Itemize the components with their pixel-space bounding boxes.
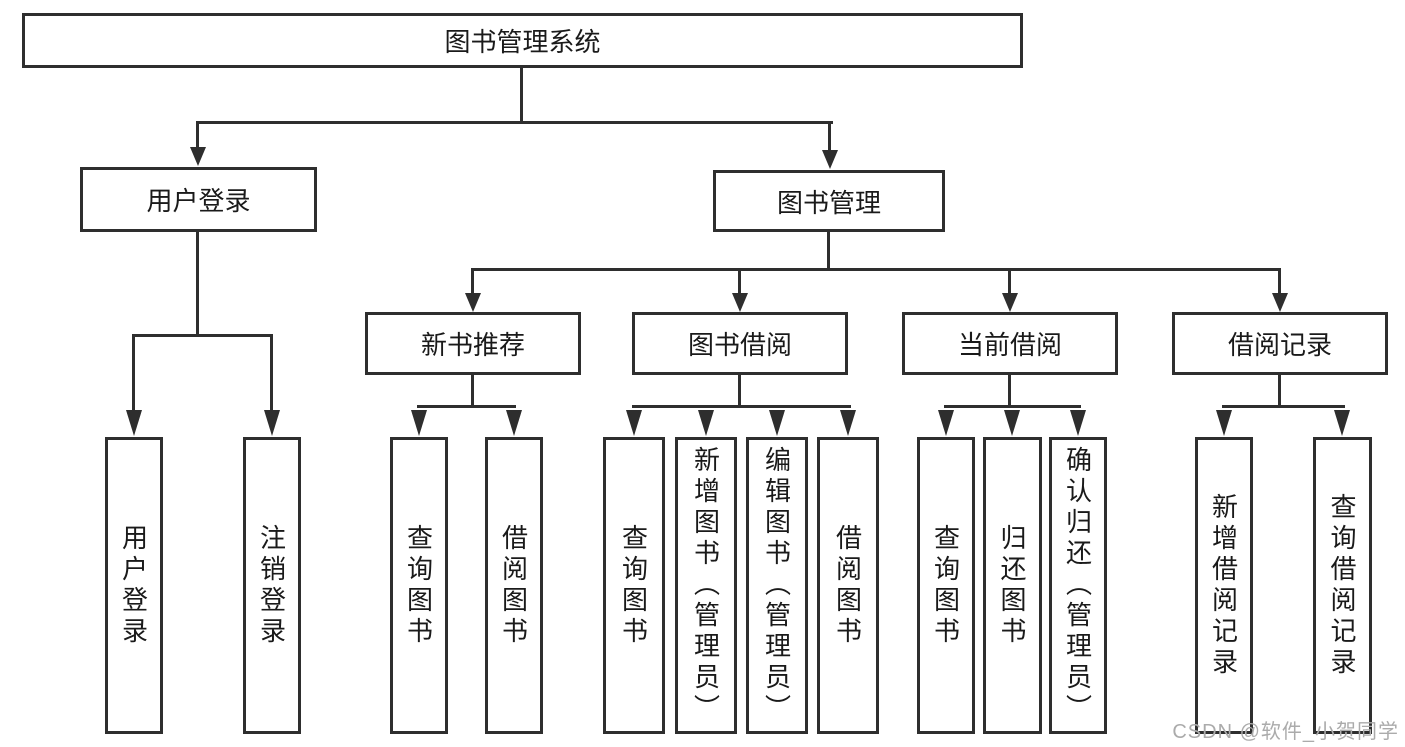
- node-root: 图书管理系统: [22, 13, 1023, 68]
- connector-line: [471, 375, 474, 408]
- connector-line: [1008, 268, 1011, 296]
- node-book-borrow: 图书借阅: [632, 312, 848, 375]
- leaf-add-book-admin: 新增图书（管理员）: [675, 437, 737, 734]
- arrowhead-icon: [840, 410, 856, 436]
- connector-line: [738, 375, 741, 408]
- arrowhead-icon: [264, 410, 280, 436]
- node-borrow-records: 借阅记录: [1172, 312, 1388, 375]
- leaf-query-borrow-record: 查询借阅记录: [1313, 437, 1372, 734]
- node-new-book-recommend: 新书推荐: [365, 312, 581, 375]
- connector-line: [196, 121, 833, 124]
- node-user-login: 用户登录: [80, 167, 317, 232]
- leaf-query-books-recommend: 查询图书: [390, 437, 448, 734]
- arrowhead-icon: [1004, 410, 1020, 436]
- leaf-confirm-return-admin: 确认归还（管理员）: [1049, 437, 1107, 734]
- leaf-return-book: 归还图书: [983, 437, 1042, 734]
- node-current-borrow: 当前借阅: [902, 312, 1118, 375]
- connector-line: [471, 268, 1281, 271]
- leaf-user-login: 用户登录: [105, 437, 163, 734]
- connector-line: [738, 268, 741, 296]
- arrowhead-icon: [1272, 293, 1288, 312]
- arrowhead-icon: [1216, 410, 1232, 436]
- arrowhead-icon: [769, 410, 785, 436]
- arrowhead-icon: [938, 410, 954, 436]
- arrowhead-icon: [190, 147, 206, 166]
- leaf-logout: 注销登录: [243, 437, 301, 734]
- arrowhead-icon: [1070, 410, 1086, 436]
- connector-line: [828, 121, 831, 151]
- arrowhead-icon: [732, 293, 748, 312]
- connector-line: [196, 232, 199, 337]
- arrowhead-icon: [822, 150, 838, 169]
- arrowhead-icon: [698, 410, 714, 436]
- leaf-edit-book-admin: 编辑图书（管理员）: [746, 437, 808, 734]
- connector-line: [196, 121, 199, 149]
- connector-line: [471, 268, 474, 296]
- connector-line: [1278, 375, 1281, 408]
- connector-line: [827, 232, 830, 271]
- arrowhead-icon: [506, 410, 522, 436]
- leaf-add-borrow-record: 新增借阅记录: [1195, 437, 1253, 734]
- connector-line: [1278, 268, 1281, 296]
- connector-line: [1008, 375, 1011, 408]
- connector-line: [417, 405, 516, 408]
- leaf-borrow-books-recommend: 借阅图书: [485, 437, 543, 734]
- connector-line: [520, 68, 523, 123]
- arrowhead-icon: [1334, 410, 1350, 436]
- leaf-borrow-books: 借阅图书: [817, 437, 879, 734]
- arrowhead-icon: [465, 293, 481, 312]
- connector-line: [944, 405, 1081, 408]
- leaf-query-books-current: 查询图书: [917, 437, 975, 734]
- arrowhead-icon: [626, 410, 642, 436]
- connector-line: [132, 334, 273, 337]
- connector-line: [632, 405, 851, 408]
- leaf-query-books-borrow: 查询图书: [603, 437, 665, 734]
- arrowhead-icon: [1002, 293, 1018, 312]
- node-book-management: 图书管理: [713, 170, 945, 232]
- arrowhead-icon: [126, 410, 142, 436]
- connector-line: [132, 334, 135, 412]
- csdn-watermark: CSDN @软件_小贺同学: [1172, 721, 1399, 743]
- arrowhead-icon: [411, 410, 427, 436]
- connector-line: [270, 334, 273, 412]
- connector-line: [1222, 405, 1345, 408]
